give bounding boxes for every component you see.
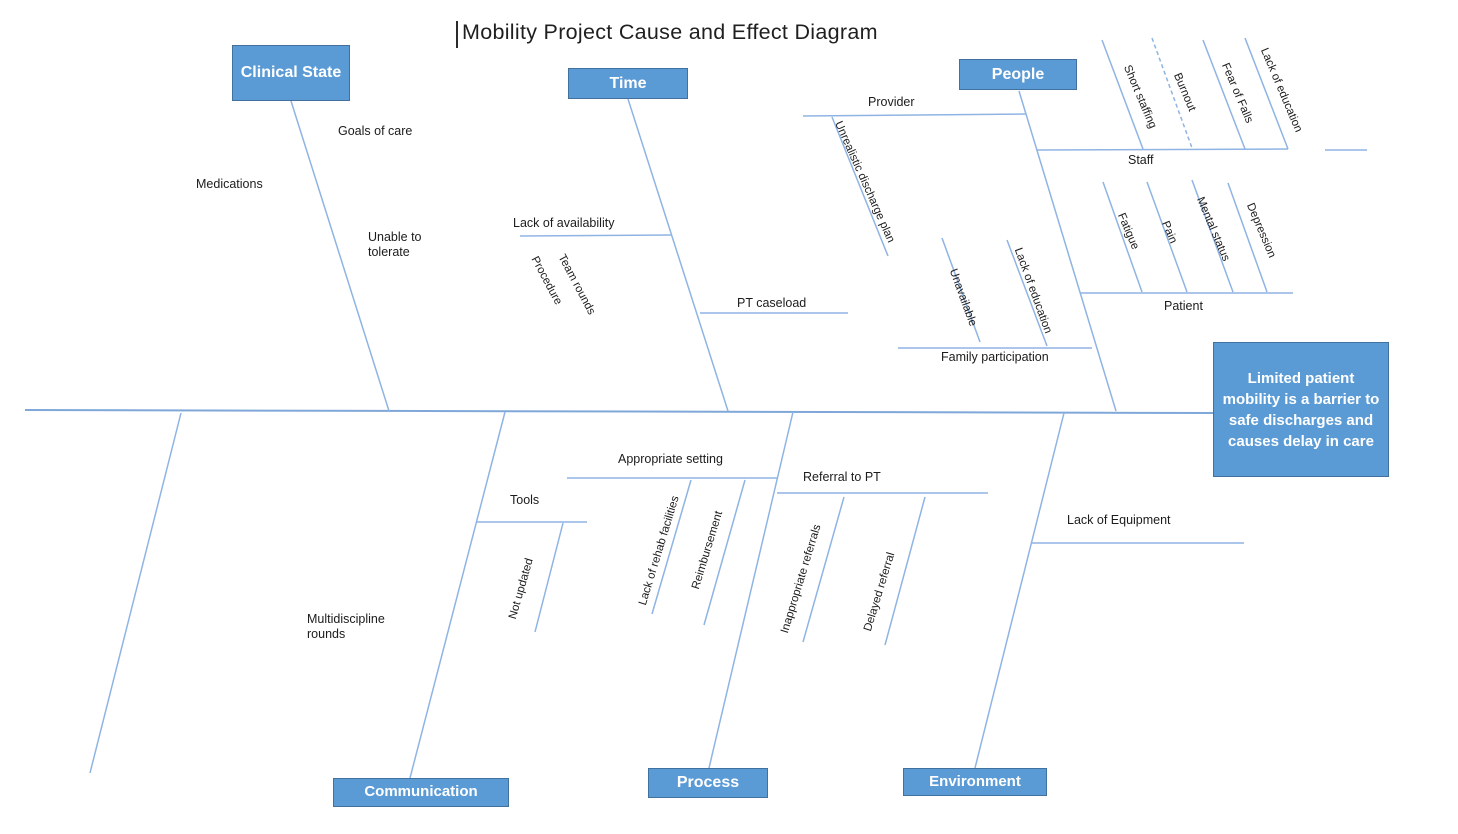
label-referral-to-pt: Referral to PT <box>803 470 881 484</box>
label-pt-caseload: PT caseload <box>737 296 807 310</box>
text-cursor-caret <box>456 21 458 48</box>
fatigue-tick <box>1102 181 1143 293</box>
label-goals-of-care: Goals of care <box>338 124 413 138</box>
label-multidiscipline-rounds: Multidiscipline rounds <box>307 612 385 642</box>
label-appropriate-setting: Appropriate setting <box>618 452 723 466</box>
label-provider: Provider <box>868 95 915 109</box>
provider-line <box>802 113 1027 117</box>
label-family-participation: Family participation <box>941 350 1049 364</box>
label-staff: Staff <box>1128 153 1154 167</box>
category-box-time[interactable]: Time <box>568 68 688 99</box>
process-branch <box>708 411 794 769</box>
lack-of-education-family-tick <box>1006 239 1048 347</box>
unavailable-tick <box>941 237 981 343</box>
spine <box>24 409 1215 414</box>
label-lack-of-availability: Lack of availability <box>513 216 615 230</box>
time-branch <box>627 98 729 412</box>
lack-of-availability-line <box>519 234 673 237</box>
label-patient: Patient <box>1164 299 1203 313</box>
depression-tick <box>1227 182 1268 293</box>
diagram-title[interactable]: Mobility Project Cause and Effect Diagra… <box>462 20 878 44</box>
category-box-environment[interactable]: Environment <box>903 768 1047 796</box>
reimbursement-tick <box>703 479 746 626</box>
category-box-people[interactable]: People <box>959 59 1077 90</box>
pain-tick <box>1146 181 1188 293</box>
mental-status-tick <box>1191 179 1234 293</box>
label-lack-of-equipment: Lack of Equipment <box>1067 513 1171 527</box>
label-medications: Medications <box>196 177 263 191</box>
communication-branch <box>409 411 506 779</box>
short-staffing-tick <box>1101 39 1144 150</box>
label-unable-to-tolerate: Unable to tolerate <box>368 230 422 260</box>
inappropriate-referrals-tick <box>802 496 845 643</box>
lack-of-rehab-facilities-tick <box>651 479 692 615</box>
staff-line <box>1036 148 1289 151</box>
category-box-process[interactable]: Process <box>648 768 768 798</box>
category-box-clinical-state[interactable]: Clinical State <box>232 45 350 101</box>
people-branch <box>1018 90 1117 412</box>
unlabeled-left-branch <box>89 412 182 774</box>
category-box-communication[interactable]: Communication <box>333 778 509 807</box>
delayed-referral-tick <box>884 496 926 646</box>
fear-of-falls-tick <box>1202 39 1246 150</box>
lack-of-education-staff-tick <box>1244 37 1289 150</box>
effect-box[interactable]: Limited patient mobility is a barrier to… <box>1213 342 1389 477</box>
environment-branch <box>974 412 1065 769</box>
burnout-tick <box>1151 37 1193 149</box>
label-tools: Tools <box>510 493 540 507</box>
clinical-state-branch <box>290 100 390 412</box>
unrealistic-discharge-plan-tick <box>831 116 889 257</box>
not-updated-tick <box>534 522 564 633</box>
